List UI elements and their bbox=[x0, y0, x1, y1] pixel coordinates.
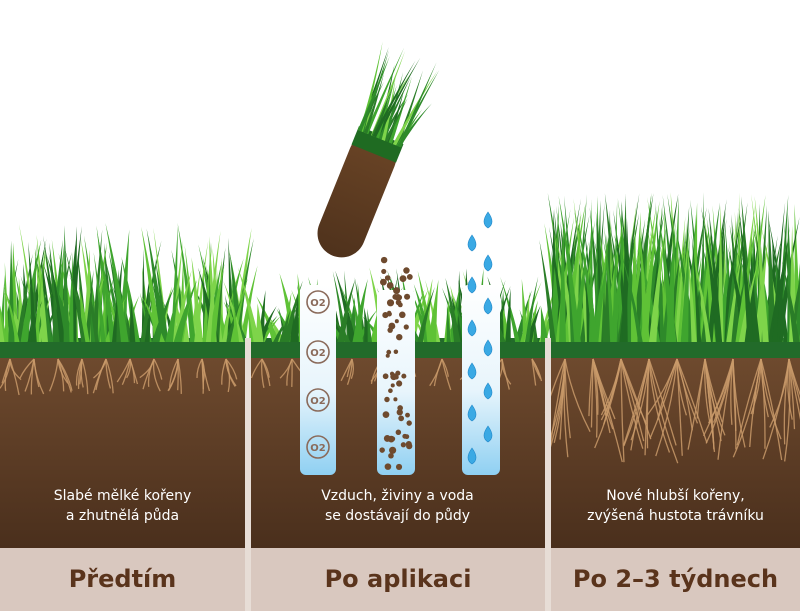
label-after-application: Po aplikaci bbox=[324, 565, 472, 593]
label-after-weeks: Po 2–3 týdnech bbox=[572, 565, 779, 593]
caption-after-weeks-line2: zvýšená hustota trávníku bbox=[587, 508, 764, 524]
nutrient-channel bbox=[377, 290, 415, 475]
svg-text:O2: O2 bbox=[310, 443, 326, 454]
water-drops bbox=[467, 211, 493, 465]
caption-after-application-line1: Vzduch, živiny a voda bbox=[321, 488, 474, 504]
caption-after-weeks-line1: Nové hlubší kořeny, bbox=[606, 488, 745, 504]
caption-before: Slabé mělké kořeny a zhutnělá půda bbox=[0, 486, 245, 526]
divider-right bbox=[545, 338, 551, 611]
caption-after-application: Vzduch, živiny a voda se dostávají do pů… bbox=[275, 486, 520, 526]
label-before: Předtím bbox=[68, 565, 177, 593]
label-band bbox=[0, 548, 800, 611]
caption-before-line2: a zhutnělá půda bbox=[65, 508, 180, 524]
svg-text:O2: O2 bbox=[310, 348, 326, 359]
nutrient-particles bbox=[379, 256, 413, 471]
soil-core-plug bbox=[317, 41, 440, 258]
svg-text:O2: O2 bbox=[310, 298, 326, 309]
water-channel bbox=[462, 285, 500, 475]
caption-after-application-line2: se dostávají do půdy bbox=[324, 508, 471, 524]
air-channel bbox=[300, 285, 336, 475]
divider-left bbox=[245, 338, 251, 611]
caption-after-weeks: Nové hlubší kořeny, zvýšená hustota tráv… bbox=[551, 486, 800, 526]
root-system bbox=[0, 358, 800, 464]
grass-blades bbox=[0, 192, 800, 342]
caption-before-line1: Slabé mělké kořeny bbox=[53, 488, 192, 504]
svg-text:O2: O2 bbox=[310, 396, 326, 407]
